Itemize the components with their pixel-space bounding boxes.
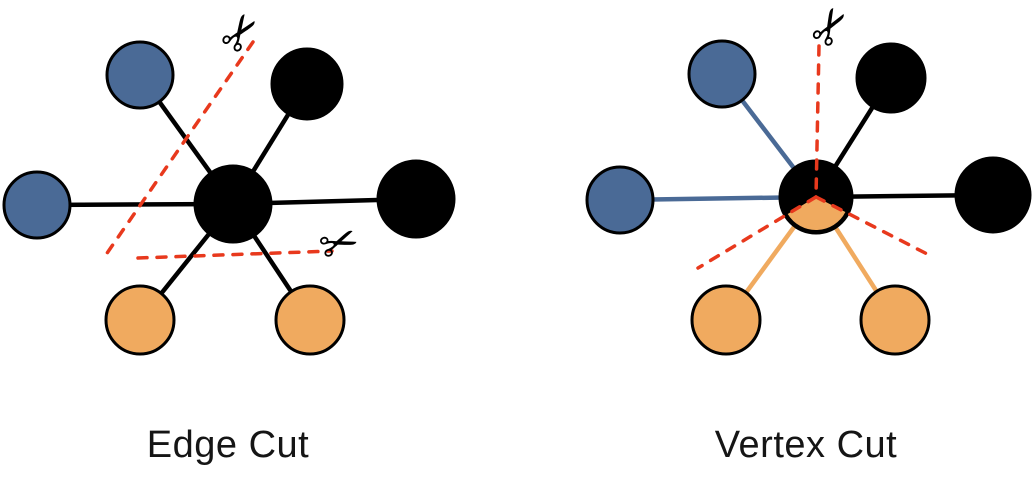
vertex-cut-node-black-right: [954, 156, 1032, 234]
vertex-cut-node-blue-left: [585, 165, 655, 235]
edge-cut-cut-line-2: [136, 249, 334, 260]
vertex-cut-center-wedge-1: [787, 197, 846, 230]
vertex-cut-node-orange-bottom-right: [859, 284, 931, 356]
vertex-cut-cut-line-2: [696, 195, 818, 270]
vertex-cut-node-blue-top-left: [687, 39, 757, 109]
vertex-cut-cut-line-3: [814, 195, 935, 259]
vertex-cut-cut-line-1: [814, 44, 821, 199]
edge-cut-cut-line-1: [101, 40, 255, 261]
edge-cut-node-black-top-right: [270, 47, 344, 121]
edge-cut-node-black-right: [376, 159, 456, 239]
edge-cut-scissors-icon-1: ✂: [207, 1, 276, 66]
edge-cut-label: Edge Cut: [146, 424, 310, 466]
edge-cut-node-blue-top-left: [105, 40, 175, 110]
vertex-cut-node-orange-bottom-left: [690, 284, 762, 356]
vertex-cut-label: Vertex Cut: [714, 424, 898, 466]
edge-cut-scissors-icon-2: ✂: [312, 211, 367, 275]
vertex-cut-node-black-top-right: [855, 42, 927, 114]
edge-cut-node-orange-bottom-right: [274, 284, 346, 356]
edge-cut-node-blue-left: [2, 170, 72, 240]
edge-cut-center-node: [193, 164, 273, 244]
edge-cut-node-orange-bottom-left: [104, 284, 176, 356]
vertex-cut-scissors-icon-1: ✂: [797, 0, 866, 58]
